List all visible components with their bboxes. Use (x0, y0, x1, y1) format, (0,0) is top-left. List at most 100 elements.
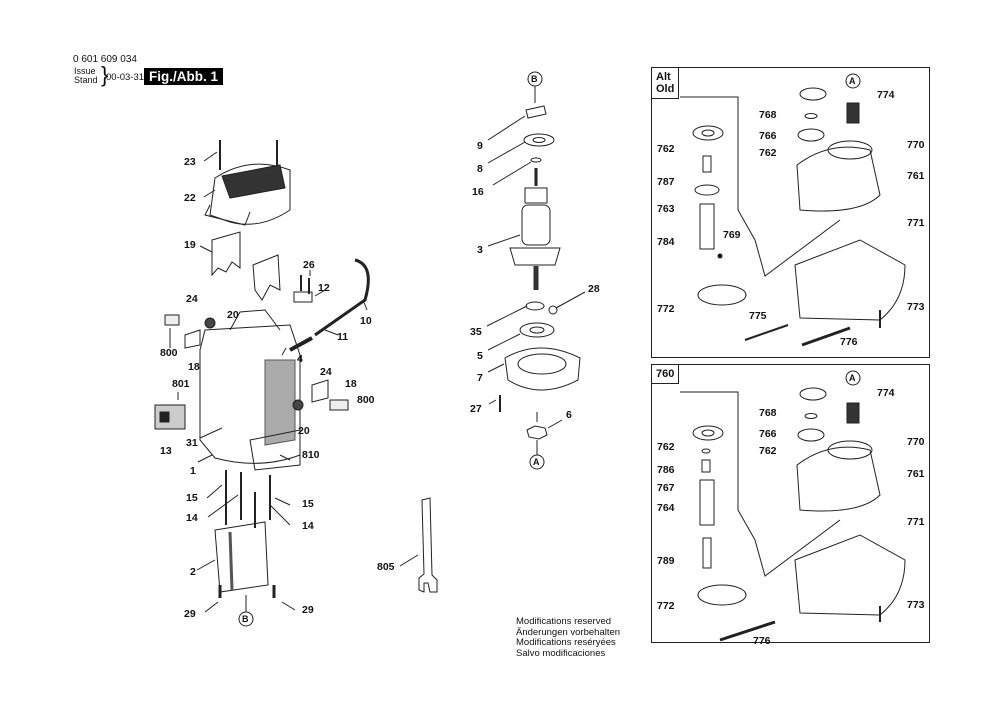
callout-789: 789 (657, 555, 675, 567)
callout-761-760: 761 (907, 468, 925, 480)
connector-a-bottom (529, 454, 545, 470)
callout-22: 22 (184, 192, 196, 204)
callout-787: 787 (657, 176, 675, 188)
baffle-19b (252, 254, 281, 301)
bearing-762b-760 (797, 428, 825, 442)
callout-6: 6 (566, 409, 572, 421)
pinion-774 (846, 102, 860, 124)
callout-762b-old: 762 (759, 147, 777, 159)
callout-3: 3 (477, 244, 483, 256)
cord-clamp-12 (293, 291, 313, 303)
screw-28 (548, 305, 558, 315)
callout-23: 23 (184, 156, 196, 168)
callout-762b-760: 762 (759, 445, 777, 457)
baffle-19a (211, 231, 241, 277)
callout-18a: 18 (188, 361, 200, 373)
field-lamination (228, 531, 234, 591)
callout-2: 2 (190, 566, 196, 578)
callout-24b: 24 (320, 366, 332, 378)
issue-label-en: Issue (74, 66, 96, 76)
motor-housing-group (154, 140, 370, 613)
modifications-notice: Modifications reserved Änderungen vorbeh… (516, 616, 621, 659)
brace-glyph: } (101, 62, 109, 87)
callout-20b: 20 (298, 425, 310, 437)
gear-housing-761 (796, 146, 881, 212)
callout-773-old: 773 (907, 301, 925, 313)
armature-3 (521, 204, 551, 246)
callout-12: 12 (318, 282, 330, 294)
ball-bearing-8 (523, 133, 555, 147)
callout-774-760: 774 (877, 387, 895, 399)
washer-763 (694, 184, 720, 196)
switch-rocker (159, 411, 170, 423)
brush-800b (329, 399, 349, 411)
callout-13: 13 (160, 445, 172, 457)
commutator (524, 187, 548, 204)
fan-cover-grille (221, 164, 286, 199)
ring-16 (530, 157, 542, 163)
issue-label-de: Stand (74, 75, 98, 85)
connector-a-760-label: A (849, 373, 856, 383)
connector-b-top-label: B (531, 74, 538, 84)
housing-base-810 (249, 429, 301, 471)
callout-810: 810 (302, 449, 320, 461)
collet-nut-6 (526, 425, 548, 440)
connector-a-old (845, 73, 861, 89)
spring-20b (292, 399, 304, 411)
ring-766 (804, 113, 818, 119)
callout-772-760: 772 (657, 600, 675, 612)
callout-762a-760: 762 (657, 441, 675, 453)
callout-4: 4 (297, 353, 303, 365)
callout-29a: 29 (184, 608, 196, 620)
panel-760-art (680, 387, 906, 642)
notice-line-es: Salvo modificaciones (516, 647, 606, 659)
callout-28: 28 (588, 283, 600, 295)
bearing-762-760 (692, 425, 724, 441)
motor-housing-1 (199, 324, 301, 464)
connector-a-760 (845, 370, 861, 386)
callout-19: 19 (184, 239, 196, 251)
notice-line-fr: Modifications reséryées (516, 637, 616, 648)
callout-776-760: 776 (753, 635, 771, 647)
connector-b-bottom-label: B (242, 614, 249, 624)
bearing-flange-7 (504, 347, 581, 391)
callout-24a: 24 (186, 293, 198, 305)
callout-35: 35 (470, 326, 482, 338)
callout-801: 801 (172, 378, 190, 390)
callout-15a: 15 (186, 492, 198, 504)
brush-800a (164, 314, 180, 326)
callout-15b: 15 (302, 498, 314, 510)
shaft-789 (702, 537, 712, 569)
fan-cover-lip (204, 204, 251, 226)
callout-29b: 29 (302, 604, 314, 616)
panel-760-version: 760 (651, 364, 930, 643)
bearing-plate-9 (525, 105, 547, 119)
panel-old-tag-line1: Alt (656, 71, 671, 83)
callout-18b: 18 (345, 378, 357, 390)
callout-771-old: 771 (907, 217, 925, 229)
callout-800a: 800 (160, 347, 178, 359)
callout-27: 27 (470, 403, 482, 415)
spring-20a (204, 317, 216, 329)
callout-775: 775 (749, 310, 767, 322)
callout-8: 8 (477, 163, 483, 175)
ring-35 (525, 301, 545, 311)
callout-14b: 14 (302, 520, 314, 532)
screw-767 (701, 459, 711, 473)
pinion-774-760 (846, 402, 860, 424)
gear-housing-761-760 (796, 446, 881, 512)
callout-7: 7 (477, 372, 483, 384)
issue-label: Issue Stand (74, 67, 98, 85)
callout-1: 1 (190, 465, 196, 477)
connector-a-bottom-label: A (533, 457, 540, 467)
callout-784: 784 (657, 236, 675, 248)
callout-20a: 20 (227, 309, 239, 321)
notice-line-de: Änderungen vorbehalten (516, 626, 621, 638)
callout-10: 10 (360, 315, 372, 327)
hex-key-776-760 (719, 620, 776, 642)
callout-5: 5 (477, 350, 483, 362)
ring-766-760 (804, 413, 818, 419)
spanner-805 (418, 497, 438, 593)
callout-800b: 800 (357, 394, 375, 406)
